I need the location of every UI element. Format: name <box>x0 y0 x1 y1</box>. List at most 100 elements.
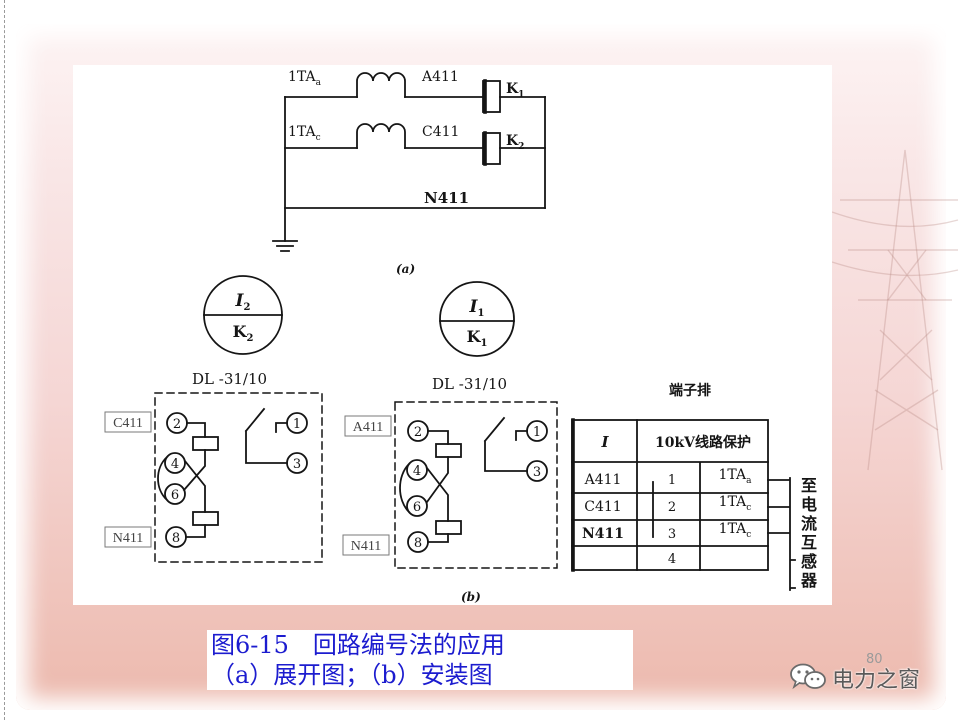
table-row: N411 3 1TAc <box>582 521 751 542</box>
ct-1tac-coil <box>356 123 406 149</box>
terminal-8: 8 <box>165 526 187 548</box>
wire-n411-label: N411 <box>424 189 469 207</box>
relay-right-model: DL -31/10 <box>432 375 507 393</box>
terminal-number: 4 <box>171 457 179 472</box>
relay-left-badge: I2 K2 <box>203 275 283 355</box>
badge-relay-label: K1 <box>467 327 488 349</box>
terminal-circle <box>526 460 548 482</box>
terminal-number: 8 <box>414 536 422 551</box>
table-row: C411 2 1TAc <box>584 494 751 515</box>
terminal-1: 1 <box>526 420 548 442</box>
row-terminal: 3 <box>668 527 676 542</box>
relay-right-contact <box>483 416 528 472</box>
badge-current-subscript: 1 <box>477 308 484 319</box>
terminal-4: 4 <box>164 452 186 474</box>
row-wire: A411 <box>584 472 622 488</box>
row-ct-subscript: c <box>746 530 751 540</box>
wire-tag-box <box>104 526 152 548</box>
wire-tag-box <box>344 415 392 437</box>
wire-tag-text: N411 <box>113 531 144 546</box>
badge-circle <box>439 281 515 357</box>
ct-1taa-label: 1TAa <box>288 69 322 88</box>
terminal-block-header-circuit: I <box>600 433 609 451</box>
terminal-number: 2 <box>173 417 181 432</box>
ct-1tac-name: 1TA <box>288 124 316 140</box>
terminal-number: 6 <box>171 488 179 503</box>
badge-relay-label: K2 <box>233 322 254 344</box>
ct-1tac-subscript: c <box>316 133 321 143</box>
tower-power-lines <box>831 211 959 277</box>
panel-a-label: (a) <box>396 262 415 276</box>
badge-current-name: I <box>469 297 479 317</box>
badge-relay-subscript: 2 <box>246 333 253 344</box>
badge-relay-name: K <box>467 327 482 346</box>
ct-1taa-coil <box>356 72 406 98</box>
relay-k2-coil <box>482 132 501 165</box>
wire-tag-box <box>342 534 390 556</box>
caption-subtitle: （a）展开图；（b）安装图 <box>211 661 493 689</box>
terminal-circle <box>164 483 186 505</box>
relay-left-coil-wiring <box>182 422 206 538</box>
relay-left-contact <box>244 407 288 464</box>
relay-k2-subscript: 2 <box>518 142 524 152</box>
wire-tag-a411: A411 <box>344 415 392 437</box>
relay-k1-subscript: 1 <box>518 90 524 100</box>
terminal-block-outgoing-bracket <box>767 477 796 591</box>
row-wire: C411 <box>584 499 621 515</box>
terminal-circle <box>526 420 548 442</box>
relay-right-coil-wiring <box>425 430 449 543</box>
relay-left-jumper-4-6 <box>157 455 169 502</box>
wire-tag-c411: C411 <box>104 411 152 433</box>
badge-relay-subscript: 1 <box>480 338 487 349</box>
terminal-2: 2 <box>407 420 429 442</box>
row-ct: 1TAa <box>719 467 753 486</box>
watermark-text: 电力之窗 <box>832 668 921 693</box>
terminal-circle <box>286 452 308 474</box>
terminal-circle <box>165 526 187 548</box>
tower-crossarms <box>840 199 958 301</box>
terminal-number: 1 <box>533 425 541 440</box>
power-tower-background <box>831 149 959 471</box>
badge-relay-name: K <box>233 322 248 341</box>
row-terminal: 4 <box>668 552 676 567</box>
figure-caption: 图6-15 回路编号法的应用 （a）展开图；（b）安装图 <box>207 630 633 690</box>
badge-current-label: I2 <box>235 291 251 313</box>
relay-k1-name: K <box>506 81 519 97</box>
row-terminal: 2 <box>668 500 676 515</box>
row-wire: N411 <box>582 526 624 542</box>
relay-right-dl: DL -31/10 2 4 6 8 1 3 A411 N411 <box>342 375 558 569</box>
relay-left-dl: DL -31/10 2 4 6 8 1 3 C411 N411 <box>104 370 323 563</box>
relay-left-model: DL -31/10 <box>192 370 267 388</box>
caption-title: 图6-15 回路编号法的应用 <box>211 631 505 659</box>
relay-right-housing <box>394 401 558 569</box>
relay-k2-label: K2 <box>506 133 524 152</box>
terminal-number: 1 <box>293 417 301 432</box>
slide-edge-dashed-line <box>4 0 5 720</box>
terminal-circle <box>166 412 188 434</box>
table-row: 4 <box>668 552 676 567</box>
terminal-4: 4 <box>406 459 428 481</box>
row-terminal: 1 <box>668 473 676 488</box>
ct-1taa-name: 1TA <box>288 69 316 85</box>
ct-1taa-subscript: a <box>316 78 322 88</box>
badge-current-label: I1 <box>469 297 485 319</box>
diagram-a-expanded: 1TAa A411 K1 1TAc C411 K2 N411 (a) <box>272 69 546 276</box>
relay-k1-label: K1 <box>506 81 524 100</box>
diagram-b-installation: I2 K2 I1 K1 DL -31/10 2 4 6 8 1 3 C411 N… <box>104 275 796 604</box>
terminal-block-destination-note: 至电流互感器 <box>798 477 817 591</box>
row-ct-subscript: c <box>746 503 751 513</box>
terminal-1: 1 <box>286 412 308 434</box>
relay-left-coil-lower <box>192 511 219 526</box>
badge-current-subscript: 2 <box>243 302 250 313</box>
row-ct-subscript: a <box>746 476 752 486</box>
row-ct-name: 1TA <box>719 521 747 537</box>
wire-tag-text: A411 <box>353 420 384 435</box>
terminal-circle <box>286 412 308 434</box>
relay-right-badge: I1 K1 <box>439 281 515 357</box>
terminal-circle <box>407 420 429 442</box>
tower-lattice <box>874 249 939 431</box>
page-number: 80 <box>866 652 883 667</box>
terminal-block-title: 端子排 <box>669 382 711 399</box>
terminal-circle <box>407 531 429 553</box>
